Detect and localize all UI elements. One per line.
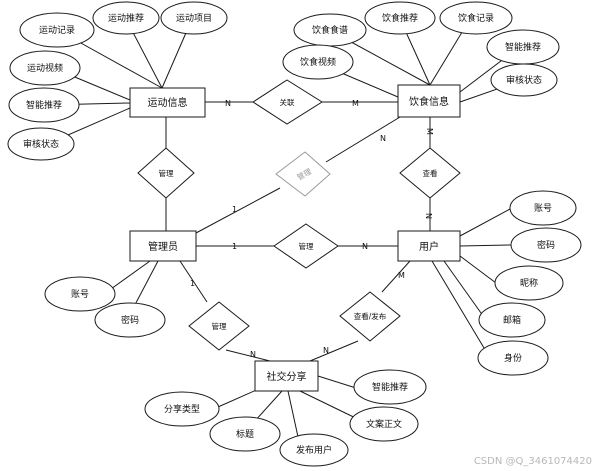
entity-sport-info-label: 运动信息 (148, 96, 188, 109)
attr-user-password-label: 密码 (537, 239, 555, 251)
relation-manage-diet: 管理 (275, 151, 331, 197)
attr-social-smart-recommend-label: 智能推荐 (372, 381, 408, 393)
attr-social-copy-body: 文案正文 (349, 406, 419, 442)
attr-diet-video: 饮食视频 (282, 44, 354, 80)
card-social-manage-n: N (250, 350, 256, 359)
entity-diet-info: 饮食信息 (397, 84, 461, 118)
attr-admin-password-label: 密码 (121, 314, 139, 326)
relation-view-publish: 查看/发布 (339, 291, 401, 342)
attr-sport-video: 运动视频 (9, 50, 81, 86)
attr-diet-record-label: 饮食记录 (458, 12, 494, 24)
attr-sport-record: 运动记录 (19, 12, 95, 48)
attr-social-copy-body-label: 文案正文 (366, 418, 402, 430)
attr-sport-project-label: 运动项目 (176, 13, 212, 24)
attr-social-share-type: 分享类型 (144, 391, 220, 427)
attr-diet-recommend-label: 饮食推荐 (382, 12, 418, 24)
relation-view: 查看 (399, 147, 461, 199)
attr-sport-smart-recommend: 智能推荐 (8, 87, 80, 123)
entity-admin: 管理员 (129, 230, 197, 262)
card-admin-user-1: 1 (232, 242, 237, 251)
cardinality-labels: N M M N 1 N 1 N 1 N N M (190, 99, 434, 359)
relation-manage-sport: 管理 (137, 147, 195, 199)
relation-manage-social-label: 管理 (212, 321, 227, 331)
attr-admin-account-label: 账号 (71, 289, 89, 300)
relation-admin-user-label: 管理 (299, 241, 314, 251)
card-user-publish-m: M (398, 271, 405, 280)
card-admin-social-1: 1 (190, 279, 195, 288)
card-diet-assoc: M (352, 99, 359, 108)
attr-user-identity-label: 身份 (504, 352, 522, 364)
attr-sport-smart-recommend-label: 智能推荐 (26, 99, 62, 111)
attr-user-email-label: 邮箱 (503, 314, 521, 326)
relation-manage-social: 管理 (188, 301, 250, 351)
card-admin-manage-diet: 1 (232, 205, 237, 214)
attr-diet-smart-recommend-label: 智能推荐 (505, 41, 541, 53)
relation-assoc: 关联 (252, 79, 323, 125)
relation-view-label: 查看 (423, 168, 438, 178)
attr-social-title-label: 标题 (236, 428, 254, 440)
entity-user: 用户 (397, 230, 461, 262)
entity-social-share-label: 社交分享 (267, 370, 307, 383)
attr-user-nickname: 昵称 (494, 265, 564, 301)
attr-admin-account: 账号 (44, 276, 116, 312)
relation-assoc-label: 关联 (280, 97, 295, 107)
relation-view-publish-label: 查看/发布 (354, 311, 387, 321)
attr-user-identity: 身份 (477, 340, 549, 376)
entity-diet-info-label: 饮食信息 (409, 95, 449, 108)
entity-user-label: 用户 (419, 240, 439, 253)
attr-diet-smart-recommend: 智能推荐 (486, 29, 560, 65)
attr-social-share-type-label: 分享类型 (164, 403, 200, 415)
attr-sport-record-label: 运动记录 (39, 25, 75, 36)
attr-social-title: 标题 (209, 416, 281, 452)
attr-social-publish-user: 发布用户 (279, 433, 349, 467)
attr-sport-review-status: 审核状态 (7, 127, 75, 161)
attr-diet-review-status-label: 审核状态 (506, 74, 542, 86)
attr-sport-recommend-label: 运动推荐 (108, 12, 144, 24)
card-social-view-n: N (323, 346, 329, 355)
attr-sport-project: 运动项目 (160, 1, 228, 35)
attr-admin-password: 密码 (94, 302, 166, 338)
attr-social-publish-user-label: 发布用户 (296, 444, 332, 456)
attr-diet-recommend: 饮食推荐 (364, 1, 436, 35)
entity-social-share: 社交分享 (254, 360, 319, 392)
attr-user-account: 账号 (509, 190, 577, 226)
attr-diet-recipe-label: 饮食食谱 (312, 24, 348, 36)
entity-admin-label: 管理员 (148, 240, 178, 253)
card-user-admin-n: N (362, 242, 368, 251)
card-diet-view: M (425, 128, 434, 135)
entity-sport-info: 运动信息 (129, 87, 206, 118)
card-user-view: N (424, 213, 433, 219)
watermark: CSDN @Q_3461074420 (474, 456, 592, 467)
card-diet-manage: N (380, 134, 386, 143)
attr-social-smart-recommend: 智能推荐 (353, 369, 427, 405)
relation-manage-sport-label: 管理 (159, 168, 174, 178)
attr-diet-video-label: 饮食视频 (300, 56, 336, 68)
attr-user-password: 密码 (510, 227, 582, 263)
attr-diet-record: 饮食记录 (439, 1, 513, 35)
attr-diet-recipe: 饮食食谱 (293, 13, 367, 47)
attr-sport-recommend: 运动推荐 (92, 1, 160, 35)
card-sport-assoc: N (225, 99, 231, 108)
attr-sport-review-status-label: 审核状态 (23, 138, 59, 150)
attr-user-email: 邮箱 (478, 302, 546, 338)
attr-sport-video-label: 运动视频 (27, 62, 63, 74)
attr-user-nickname-label: 昵称 (520, 277, 538, 289)
attr-user-account-label: 账号 (534, 203, 552, 214)
relation-admin-user: 管理 (273, 223, 339, 269)
attr-diet-review-status: 审核状态 (490, 63, 558, 97)
